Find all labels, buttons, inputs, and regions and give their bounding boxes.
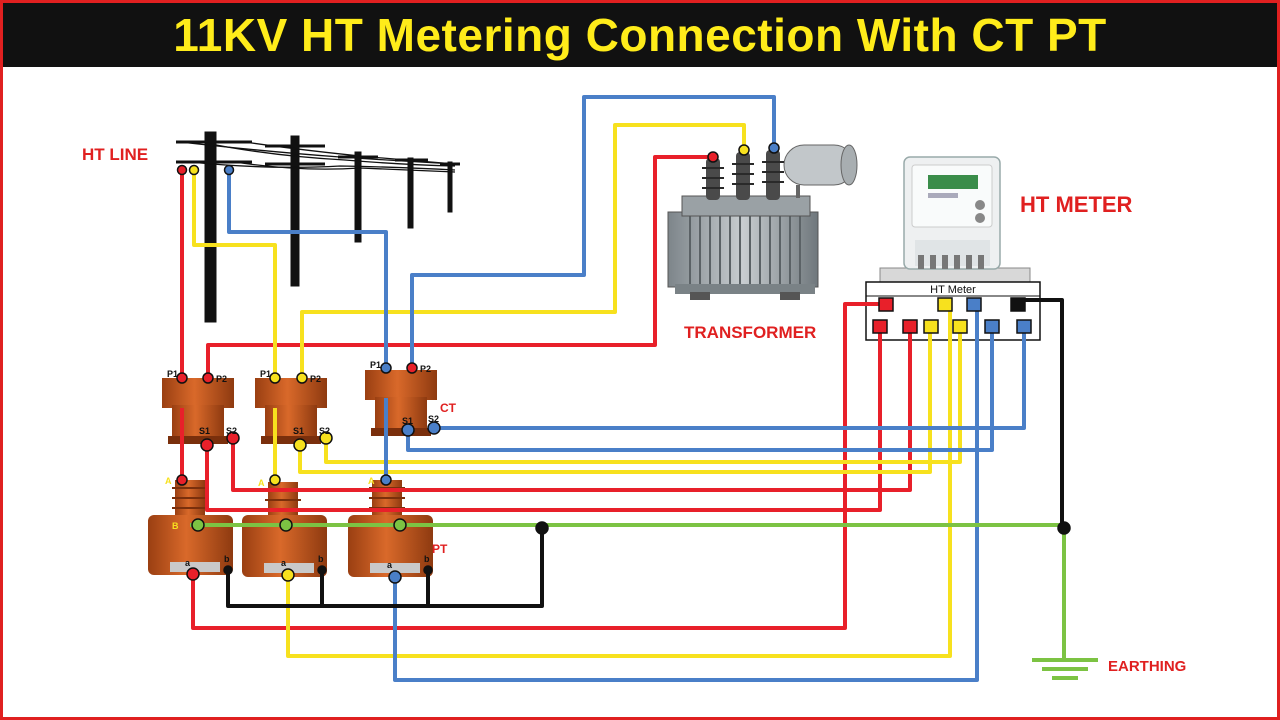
- pt3-a-lower-label: a: [387, 560, 393, 570]
- ct-label: CT: [440, 401, 457, 415]
- ct2-s2-label: S2: [319, 426, 330, 436]
- earthing-symbol-icon: [1032, 658, 1098, 680]
- meter-box-label: HT Meter: [930, 284, 976, 296]
- terminal-dots: [176, 142, 1071, 584]
- red-phase-wires: [180, 155, 912, 630]
- terminal-labels: P1 P2 P1 P2 P1 P2 S1 S2 S1 S2 S1 S2 A A …: [165, 360, 439, 570]
- pt-label: PT: [432, 542, 448, 556]
- ht-line-label: HT LINE: [82, 145, 148, 164]
- pt2-a-lower-label: a: [281, 558, 287, 568]
- pt1-a-lower-label: a: [185, 558, 191, 568]
- yellow-phase-wires: [192, 123, 962, 658]
- wires: [180, 95, 1066, 682]
- pt1-b-lower-label: b: [224, 554, 230, 564]
- earthing-label: EARTHING: [1108, 658, 1186, 675]
- ct2-p2-label: P2: [310, 374, 321, 384]
- potential-transformer-icon: [148, 480, 433, 577]
- ht-meter-label: HT METER: [1020, 192, 1133, 217]
- pt2-b-lower-label: b: [318, 554, 324, 564]
- pt3-b-lower-label: b: [424, 554, 430, 564]
- pt1-a-label: A: [165, 476, 172, 486]
- ct1-p2-label: P2: [216, 374, 227, 384]
- transformer-label: TRANSFORMER: [684, 323, 816, 342]
- pt2-a-label: A: [258, 478, 265, 488]
- utility-pole-icon: [176, 131, 460, 323]
- ct1-s1-label: S1: [199, 426, 210, 436]
- neutral-wires: [226, 298, 1064, 608]
- ct1-s2-label: S2: [226, 426, 237, 436]
- pt3-a-label: A: [368, 476, 375, 486]
- ct3-p2-label: P2: [420, 364, 431, 374]
- meter-terminals: [872, 297, 1032, 334]
- ct2-p1-label: P1: [260, 369, 271, 379]
- ct3-s2-label: S2: [428, 414, 439, 424]
- transformer-icon: [667, 144, 858, 300]
- ct1-p1-label: P1: [167, 369, 178, 379]
- ct2-s1-label: S1: [293, 426, 304, 436]
- ct3-s1-label: S1: [402, 416, 413, 426]
- title-bar: 11KV HT Metering Connection With CT PT: [3, 3, 1277, 67]
- pt1-b-label: B: [172, 521, 179, 531]
- ct3-p1-label: P1: [370, 360, 381, 370]
- page-title: 11KV HT Metering Connection With CT PT: [173, 9, 1107, 61]
- energy-meter-icon: [879, 156, 1031, 283]
- current-transformer-icon: [162, 370, 437, 444]
